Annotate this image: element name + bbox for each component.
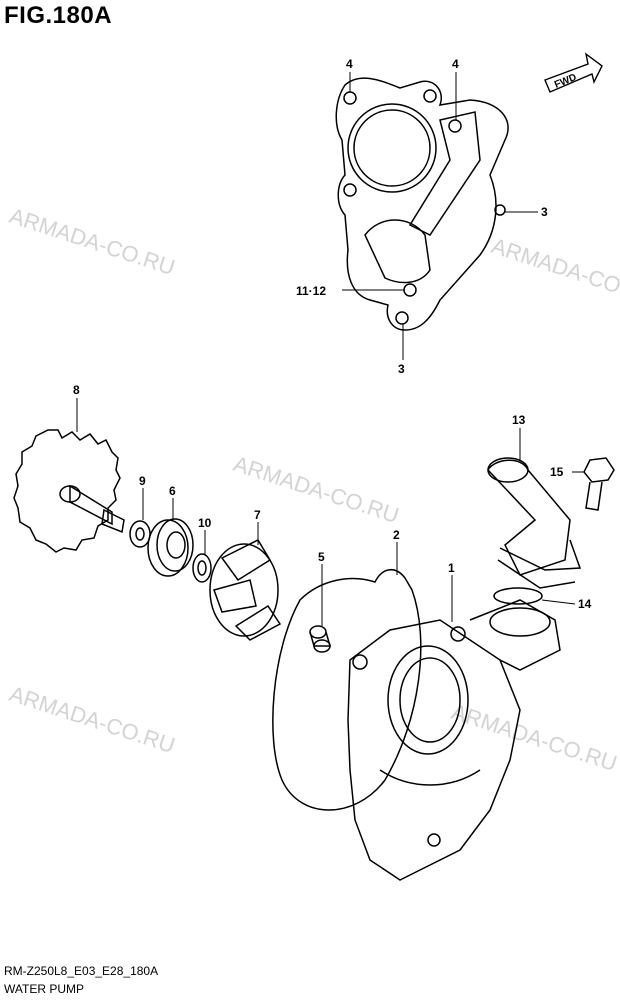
callout-11-12: 11·12 (296, 284, 326, 298)
callout-15: 15 (550, 465, 564, 479)
callout-2: 2 (393, 528, 400, 542)
watermark-4: ARMADA-CO.RU (6, 681, 178, 758)
dowel-pin (309, 625, 331, 653)
watermark-1: ARMADA-CO.RU (6, 203, 178, 280)
seal-ring (192, 553, 212, 583)
watermark-2: ARMADA-CO.RU (488, 233, 620, 310)
callout-10: 10 (198, 516, 212, 530)
callout-9: 9 (139, 474, 146, 488)
callout-4-left: 4 (346, 57, 353, 71)
callout-3-lower: 3 (398, 362, 405, 376)
callout-6: 6 (169, 484, 176, 498)
bearing (147, 518, 194, 577)
callout-3-upper: 3 (541, 205, 548, 219)
impeller-gear (13, 429, 125, 553)
callout-7: 7 (254, 508, 261, 522)
callout-8: 8 (73, 383, 80, 397)
figure-title: FIG.180A (4, 2, 113, 29)
callouts: 4 4 3 11·12 3 8 9 6 10 7 2 5 1 13 15 14 (73, 57, 592, 611)
impeller (209, 539, 282, 641)
callout-1: 1 (448, 561, 455, 575)
watermark-5: ARMADA-CO.RU (448, 699, 620, 776)
pump-cover-gasket (335, 77, 509, 331)
hose-elbow (487, 457, 582, 589)
pump-body-gasket (272, 569, 422, 811)
fwd-arrow: FWD (544, 52, 603, 93)
diagram-name: WATER PUMP (4, 982, 84, 996)
callout-4-right: 4 (452, 57, 459, 71)
leader-lines (76, 72, 585, 626)
callout-5: 5 (318, 550, 325, 564)
o-ring (493, 587, 543, 605)
callout-13: 13 (512, 413, 526, 427)
washer (129, 520, 151, 548)
bolt (583, 457, 615, 511)
diagram-code: RM-Z250L8_E03_E28_180A (4, 964, 159, 978)
fwd-label: FWD (553, 72, 578, 91)
callout-14: 14 (578, 597, 592, 611)
